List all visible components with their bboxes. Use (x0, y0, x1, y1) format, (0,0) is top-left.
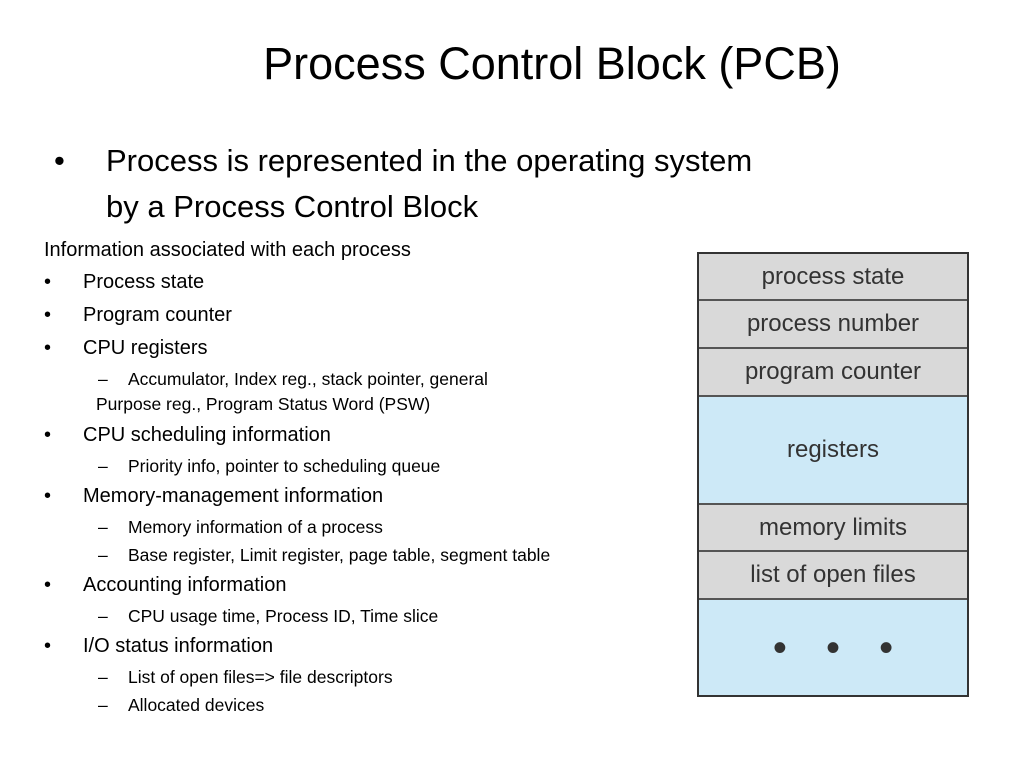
sub-item-label: Base register, Limit register, page tabl… (128, 545, 551, 565)
lead-line-2: by a Process Control Block (106, 189, 479, 224)
bullet-icon: • (44, 485, 52, 507)
list-item-label: CPU registers (83, 337, 208, 359)
sub-item-label: Accumulator, Index reg., stack pointer, … (128, 369, 488, 389)
sub-item-label: Memory information of a process (128, 517, 383, 537)
list-item-label: I/O status information (83, 635, 274, 657)
sub-item-memory-2: – Base register, Limit register, page ta… (44, 542, 684, 570)
dash-icon: – (98, 606, 108, 626)
sub-item-io-1: – List of open files=> file descriptors (44, 664, 684, 692)
lead-bullet: • Process is represented in the operatin… (50, 138, 890, 230)
list-item-label: Memory-management information (83, 485, 384, 507)
pcb-diagram: process state process number program cou… (697, 252, 969, 697)
bullet-icon: • (44, 635, 52, 657)
pcb-cell-process-number: process number (699, 301, 967, 349)
list-item-cpu-scheduling: • CPU scheduling information (44, 420, 684, 453)
list-item-io-status: • I/O status information (44, 631, 684, 664)
list-item-label: Accounting information (83, 574, 287, 596)
dash-icon: – (98, 695, 108, 715)
info-heading: Information associated with each process (44, 239, 411, 261)
sub-item-accounting: – CPU usage time, Process ID, Time slice (44, 603, 684, 631)
pcb-cell-program-counter: program counter (699, 349, 967, 397)
sub-item-label: CPU usage time, Process ID, Time slice (128, 606, 439, 626)
slide-title: Process Control Block (PCB) (263, 38, 841, 89)
list-item-program-counter: • Program counter (44, 300, 684, 333)
pcb-cell-open-files: list of open files (699, 552, 967, 600)
pcb-cell-process-state: process state (699, 254, 967, 301)
sub-item-io-2: – Allocated devices (44, 692, 684, 720)
bullet-icon: • (44, 424, 52, 446)
pcb-info-list: Information associated with each process… (44, 235, 684, 720)
bullet-icon: • (44, 337, 52, 359)
sub-item-label: Allocated devices (128, 695, 265, 715)
bullet-icon: • (44, 271, 52, 293)
dash-icon: – (98, 517, 108, 537)
sub-item-continuation: Purpose reg., Program Status Word (PSW) (96, 394, 431, 414)
dash-icon: – (98, 369, 108, 389)
bullet-icon: • (44, 574, 52, 596)
dash-icon: – (98, 456, 108, 476)
sub-item-cpu-registers: – Accumulator, Index reg., stack pointer… (44, 366, 684, 394)
sub-item-memory-1: – Memory information of a process (44, 514, 684, 542)
dash-icon: – (98, 545, 108, 565)
list-item-memory-management: • Memory-management information (44, 481, 684, 514)
list-item-cpu-registers: • CPU registers (44, 333, 684, 366)
bullet-icon: • (54, 143, 65, 178)
list-item-accounting: • Accounting information (44, 570, 684, 603)
sub-item-cpu-scheduling: – Priority info, pointer to scheduling q… (44, 453, 684, 481)
list-item-process-state: • Process state (44, 267, 684, 300)
list-item-label: Program counter (83, 304, 232, 326)
bullet-icon: • (44, 304, 52, 326)
dash-icon: – (98, 667, 108, 687)
lead-line-1: Process is represented in the operating … (106, 143, 753, 178)
sub-item-label: List of open files=> file descriptors (128, 667, 393, 687)
sub-item-label: Priority info, pointer to scheduling que… (128, 456, 441, 476)
list-item-label: Process state (83, 271, 205, 293)
list-item-label: CPU scheduling information (83, 424, 331, 446)
pcb-cell-memory-limits: memory limits (699, 505, 967, 552)
ellipsis-icon: • • • (772, 625, 908, 670)
pcb-cell-registers: registers (699, 397, 967, 505)
pcb-cell-more: • • • (699, 600, 967, 695)
